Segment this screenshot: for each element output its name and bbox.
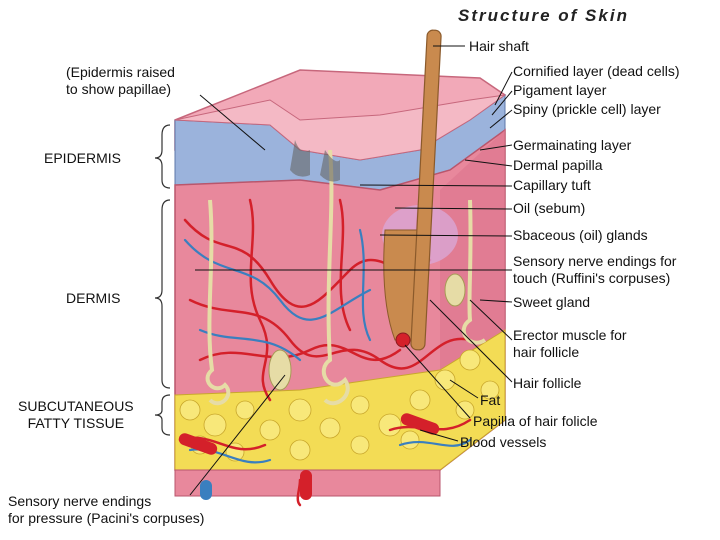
- label-ruffini: Sensory nerve endings for touch (Ruffini…: [513, 253, 677, 286]
- label-blood-vessels: Blood vessels: [460, 434, 547, 450]
- label-sweat-gland: Sweet gland: [513, 294, 591, 310]
- label-dermal-papilla: Dermal papilla: [513, 157, 603, 173]
- label-pigment-layer: Pigament layer: [513, 82, 607, 98]
- diagram-title: Structure of Skin: [458, 6, 629, 25]
- label-hair-shaft: Hair shaft: [469, 38, 529, 54]
- label-capillary-tuft: Capillary tuft: [513, 177, 591, 193]
- left-braces: [154, 124, 171, 436]
- label-spiny-layer: Spiny (prickle cell) layer: [513, 101, 661, 117]
- label-oil-sebum: Oil (sebum): [513, 200, 586, 216]
- label-epidermis-raised: (Epidermis raised to show papillae): [66, 64, 175, 97]
- label-hair-follicle: Hair follicle: [513, 375, 582, 391]
- skin-block: [174, 29, 507, 507]
- label-germinating-layer: Germainating layer: [513, 137, 632, 153]
- label-sebaceous-glands: Sbaceous (oil) glands: [513, 227, 648, 243]
- leader-lines: [189, 45, 513, 496]
- label-pacini: Sensory nerve endings for pressure (Paci…: [8, 493, 205, 526]
- label-papilla-hair-follicle: Papilla of hair folicle: [473, 413, 598, 429]
- label-cornified-layer: Cornified layer (dead cells): [513, 63, 680, 79]
- label-fat: Fat: [480, 392, 501, 408]
- label-subcutaneous: SUBCUTANEOUS FATTY TISSUE: [18, 398, 134, 431]
- label-epidermis: EPIDERMIS: [44, 150, 122, 166]
- label-dermis: DERMIS: [66, 290, 121, 306]
- label-erector-muscle: Erector muscle for hair follicle: [513, 327, 627, 360]
